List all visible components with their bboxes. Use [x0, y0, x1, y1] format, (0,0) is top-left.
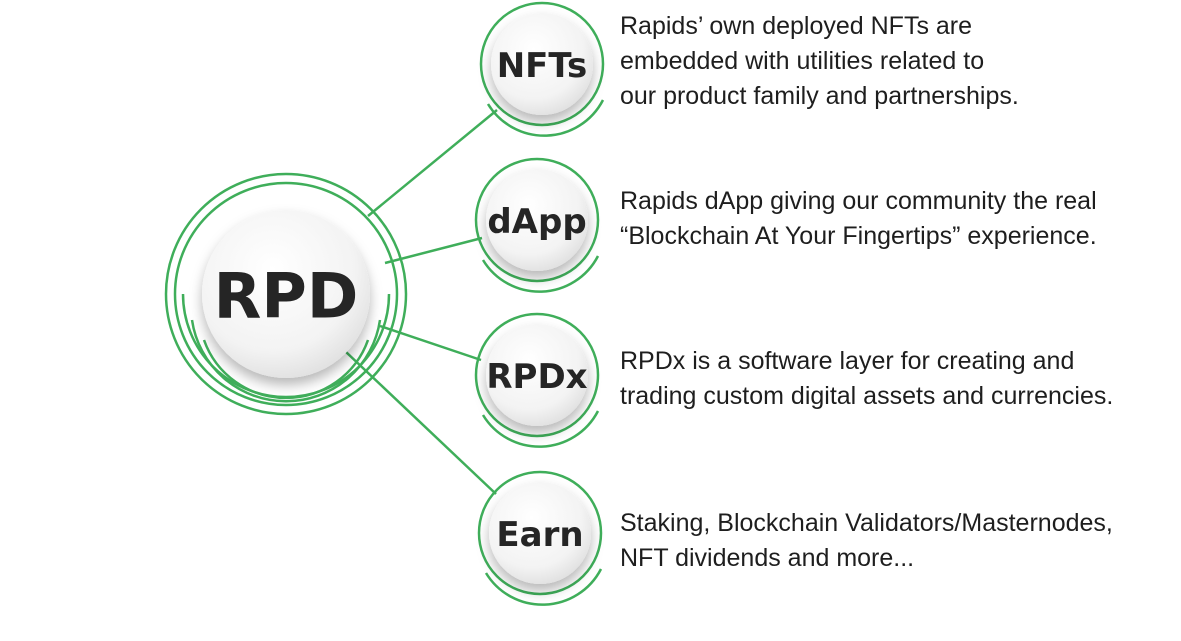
connector-nfts [367, 109, 498, 217]
node-earn-arc [484, 568, 603, 606]
node-rpdx-arc [481, 410, 600, 448]
node-nfts-ring [479, 1, 605, 127]
node-earn-ring [477, 470, 603, 596]
rpdx-description-line: RPDx is a software layer for creating an… [620, 347, 1075, 375]
node-earn: Earn [477, 470, 603, 606]
dapp-description-line: “Blockchain At Your Fingertips” experien… [620, 222, 1097, 250]
node-rpdx: RPDx [474, 312, 600, 448]
hub-node: RPD [202, 210, 370, 378]
hub-ring-arc-2 [190, 319, 382, 403]
hub-ring-outer [164, 172, 408, 416]
rpdx-description-line: trading custom digital assets and curren… [620, 382, 1114, 410]
node-dapp: dApp [474, 157, 600, 293]
hub-ball [202, 210, 370, 378]
node-earn-ball [489, 482, 591, 584]
node-dapp-ball [486, 169, 588, 271]
earn-description-line: Staking, Blockchain Validators/Masternod… [620, 509, 1113, 537]
connector-dapp [384, 236, 483, 265]
nfts-description-line: embedded with utilities related to [620, 47, 985, 75]
nfts-description: Rapids’ own deployed NFTs are embedded w… [620, 9, 1180, 114]
hub-rings [164, 172, 408, 416]
earn-description: Staking, Blockchain Validators/Masternod… [620, 506, 1180, 576]
hub-ring-arc-3 [202, 339, 370, 400]
earn-description-line: NFT dividends and more... [620, 544, 915, 572]
node-rpdx-ring [474, 312, 600, 438]
node-rpdx-label: RPDx [486, 357, 587, 397]
node-dapp-ring [474, 157, 600, 283]
hub-label: RPD [214, 260, 359, 333]
node-nfts-label: NFTs [497, 46, 588, 86]
node-nfts-ball [491, 13, 593, 115]
node-dapp-arc [481, 255, 600, 293]
node-nfts: NFTs [479, 1, 605, 137]
dapp-description: Rapids dApp giving our community the rea… [620, 184, 1180, 254]
rpdx-description: RPDx is a software layer for creating an… [620, 344, 1180, 414]
dapp-description-line: Rapids dApp giving our community the rea… [620, 187, 1097, 215]
node-nfts-arc [486, 99, 605, 137]
node-dapp-label: dApp [487, 202, 586, 242]
hub-ring-middle [173, 181, 399, 407]
nfts-description-line: Rapids’ own deployed NFTs are [620, 12, 973, 40]
node-earn-label: Earn [496, 515, 583, 555]
node-rpdx-ball [486, 324, 588, 426]
nfts-description-line: our product family and partnerships. [620, 82, 1019, 110]
connector-rpdx [379, 324, 482, 362]
connector-earn [345, 351, 497, 495]
